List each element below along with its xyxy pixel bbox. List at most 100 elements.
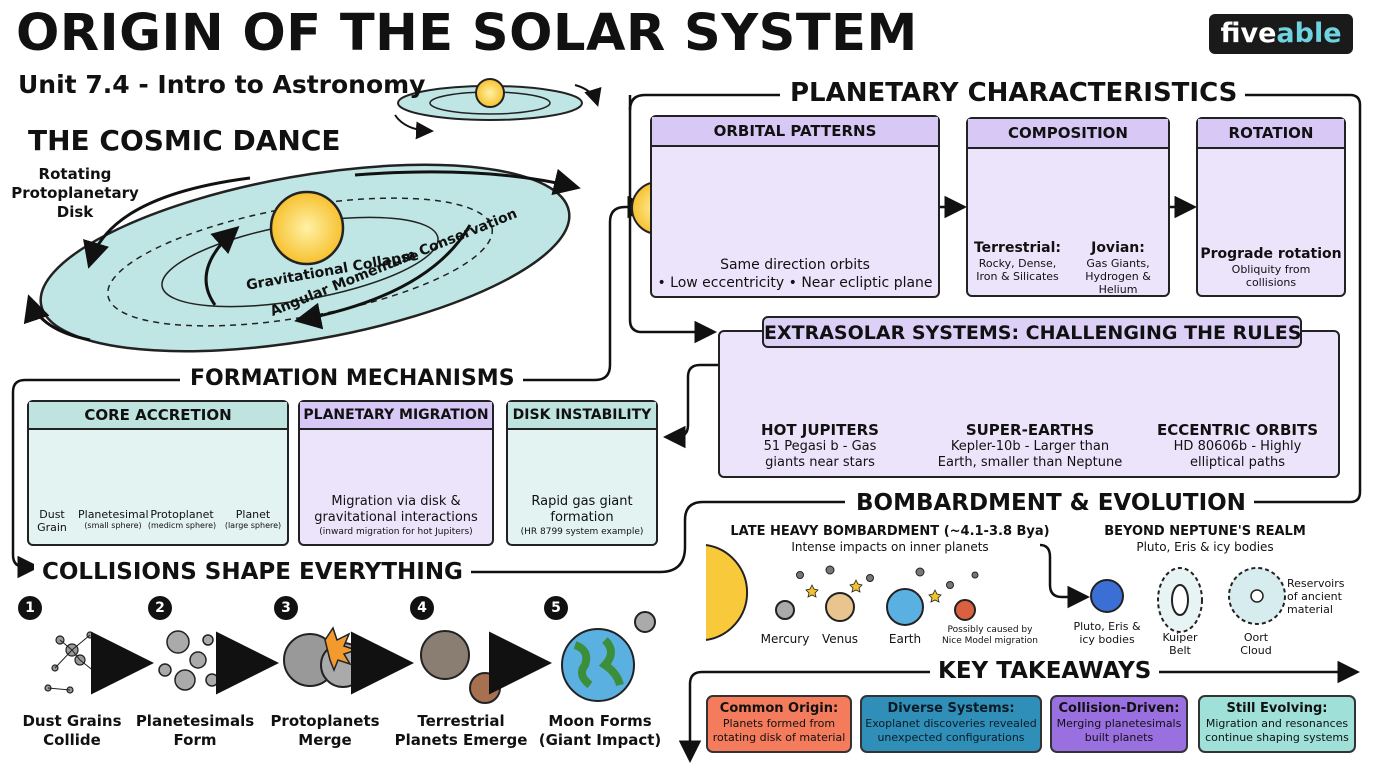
terrestrial-desc: Rocky, Dense, Iron & Silicates: [976, 257, 1059, 283]
migration-note: (inward migration for hot Jupiters): [319, 527, 473, 537]
step-2-label: Planetesimals Form: [135, 712, 255, 749]
composition-title: COMPOSITION: [968, 119, 1168, 149]
nice-model-note: Possibly caused by Nice Model migration: [942, 625, 1038, 646]
core-label-planet-block: Planet (large sphere): [218, 508, 288, 531]
eccentric-title: ECCENTRIC ORBITS: [1156, 421, 1318, 439]
takeaway-1-desc: Planets formed from rotating disk of mat…: [712, 717, 846, 744]
orbital-patterns-panel: ORBITAL PATTERNS: [650, 115, 940, 298]
core-sub-planet: (large sphere): [224, 521, 282, 530]
fiveable-logo[interactable]: fiveable: [1209, 14, 1353, 54]
top-disk-illustration: [394, 78, 602, 140]
lhb-sub: Intense impacts on inner planets: [791, 540, 989, 554]
kuiper-belt-label: Kuiper Belt: [1162, 631, 1198, 657]
takeaway-still-evolving: Still Evolving: Migration and resonances…: [1198, 695, 1356, 753]
takeaway-4-title: Still Evolving:: [1226, 701, 1328, 716]
planet-venus-label: Venus: [821, 632, 859, 646]
orbital-patterns-desc: Same direction orbits • Low eccentricity…: [650, 256, 940, 292]
cosmic-disk-illustration: [23, 163, 581, 353]
disk-instability-panel: DISK INSTABILITY: [506, 400, 658, 546]
migration-desc: Migration via disk & gravitational inter…: [314, 494, 478, 525]
takeaway-diverse-systems: Diverse Systems: Exoplanet discoveries r…: [860, 695, 1042, 753]
instability-note: (HR 8799 system example): [520, 527, 644, 537]
hot-jupiters-desc: 51 Pegasi b - Gas giants near stars: [763, 439, 877, 470]
step-3-number: 3: [274, 596, 298, 620]
collisions-section-title: COLLISIONS SHAPE EVERYTHING: [34, 559, 471, 585]
instability-desc-block: Rapid gas giant formation (HR 8799 syste…: [506, 494, 658, 538]
takeaway-2-title: Diverse Systems:: [887, 701, 1015, 716]
core-label-planetesimal-block: Planetesimal (small sphere): [78, 508, 149, 531]
rotation-line-1: Prograde rotation: [1200, 246, 1342, 262]
orbital-line-2: • Low eccentricity • Near ecliptic plane: [657, 275, 933, 291]
oort-cloud-label: Oort Cloud: [1240, 631, 1272, 657]
step-1-number: 1: [18, 596, 42, 620]
page-title: ORIGIN OF THE SOLAR SYSTEM: [16, 4, 918, 63]
hot-jupiters-block: HOT JUPITERS 51 Pegasi b - Gas giants ne…: [740, 422, 900, 471]
step-2-number: 2: [148, 596, 172, 620]
planetary-migration-panel: PLANETARY MIGRATION: [298, 400, 494, 546]
super-earths-block: SUPER-EARTHS Kepler-10b - Larger than Ea…: [935, 422, 1125, 471]
takeaway-4-desc: Migration and resonances continue shapin…: [1205, 717, 1349, 744]
logo-text-left: five: [1220, 18, 1277, 49]
terrestrial-block: Terrestrial: Rocky, Dense, Iron & Silica…: [970, 240, 1065, 283]
takeaway-3-title: Collision-Driven:: [1058, 701, 1180, 716]
rotation-desc: Prograde rotation Obliquity from collisi…: [1196, 246, 1346, 289]
planet-earth-label: Earth: [888, 632, 922, 646]
step-5-label: Moon Forms (Giant Impact): [538, 712, 662, 749]
takeaway-1-title: Common Origin:: [719, 701, 839, 716]
terrestrial-title: Terrestrial:: [973, 240, 1062, 256]
bombardment-section-title: BOMBARDMENT & EVOLUTION: [848, 490, 1254, 516]
core-accretion-panel: CORE ACCRETION: [27, 400, 289, 546]
takeaways-section-title: KEY TAKEAWAYS: [930, 658, 1160, 684]
beyond-sub: Pluto, Eris & icy bodies: [1136, 540, 1274, 554]
beyond-title: BEYOND NEPTUNE'S REALM: [1104, 524, 1306, 539]
planetary-migration-title: PLANETARY MIGRATION: [300, 402, 492, 430]
extrasolar-title: EXTRASOLAR SYSTEMS: CHALLENGING THE RULE…: [762, 316, 1302, 348]
core-sub-planetesimal: (small sphere): [84, 521, 142, 530]
composition-panel: COMPOSITION: [966, 117, 1170, 297]
eccentric-block: ECCENTRIC ORBITS HD 80606b - Highly elli…: [1150, 422, 1325, 471]
super-earths-title: SUPER-EARTHS: [965, 421, 1095, 439]
disk-label: Rotating Protoplanetary Disk: [11, 165, 139, 221]
step-5-number: 5: [544, 596, 568, 620]
takeaway-common-origin: Common Origin: Planets formed from rotat…: [706, 695, 852, 753]
jovian-title: Jovian:: [1091, 240, 1145, 256]
planet-mercury-label: Mercury: [760, 632, 810, 646]
disk-instability-title: DISK INSTABILITY: [508, 402, 656, 430]
rotation-panel: ROTATION: [1196, 117, 1346, 297]
core-label-protoplanet-block: Protoplanet (medicm sphere): [146, 508, 218, 531]
beyond-neptune-block: BEYOND NEPTUNE'S REALM Pluto, Eris & icy…: [1085, 524, 1325, 555]
reservoir-note: Reservoirs of ancient material: [1287, 577, 1345, 616]
core-label-planetesimal: Planetesimal: [78, 508, 149, 521]
core-label-planet: Planet: [235, 508, 271, 521]
core-label-dust: Dust Grain: [37, 508, 67, 534]
core-sub-protoplanet: (medicm sphere): [147, 521, 217, 530]
cosmic-dance-title: THE COSMIC DANCE: [28, 124, 341, 157]
pluto-eris-label: Pluto, Eris & icy bodies: [1073, 620, 1141, 646]
formation-section-title: FORMATION MECHANISMS: [182, 366, 523, 391]
step-3-label: Protoplanets Merge: [270, 712, 380, 749]
extrasolar-panel: [718, 330, 1340, 478]
collisions-art: [44, 611, 656, 704]
orbital-patterns-title: ORBITAL PATTERNS: [652, 117, 938, 147]
eccentric-desc: HD 80606b - Highly elliptical paths: [1173, 439, 1302, 470]
orbital-line-1: Same direction orbits: [720, 257, 870, 273]
migration-desc-block: Migration via disk & gravitational inter…: [298, 494, 494, 538]
step-1-label: Dust Grains Collide: [22, 712, 122, 749]
step-4-number: 4: [410, 596, 434, 620]
hot-jupiters-title: HOT JUPITERS: [761, 421, 879, 439]
lhb-block: LATE HEAVY BOMBARDMENT (~4.1-3.8 Bya) In…: [720, 524, 1060, 555]
logo-text-right: able: [1276, 18, 1342, 49]
lhb-title: LATE HEAVY BOMBARDMENT (~4.1-3.8 Bya): [730, 524, 1050, 539]
takeaway-3-desc: Merging planetesimals built planets: [1056, 717, 1182, 744]
step-4-label: Terrestrial Planets Emerge: [394, 712, 528, 749]
planetary-section-title: PLANETARY CHARACTERISTICS: [782, 78, 1246, 108]
jovian-block: Jovian: Gas Giants, Hydrogen & Helium: [1068, 240, 1168, 296]
jovian-desc: Gas Giants, Hydrogen & Helium: [1085, 257, 1151, 296]
instability-desc: Rapid gas giant formation: [531, 494, 633, 525]
page-subtitle: Unit 7.4 - Intro to Astronomy: [18, 70, 426, 99]
connector-lines: [11, 93, 1362, 763]
rotation-title: ROTATION: [1198, 119, 1344, 149]
takeaway-2-desc: Exoplanet discoveries revealed unexpecte…: [865, 717, 1037, 744]
takeaway-collision-driven: Collision-Driven: Merging planetesimals …: [1050, 695, 1188, 753]
bombardment-art: [705, 544, 1286, 641]
